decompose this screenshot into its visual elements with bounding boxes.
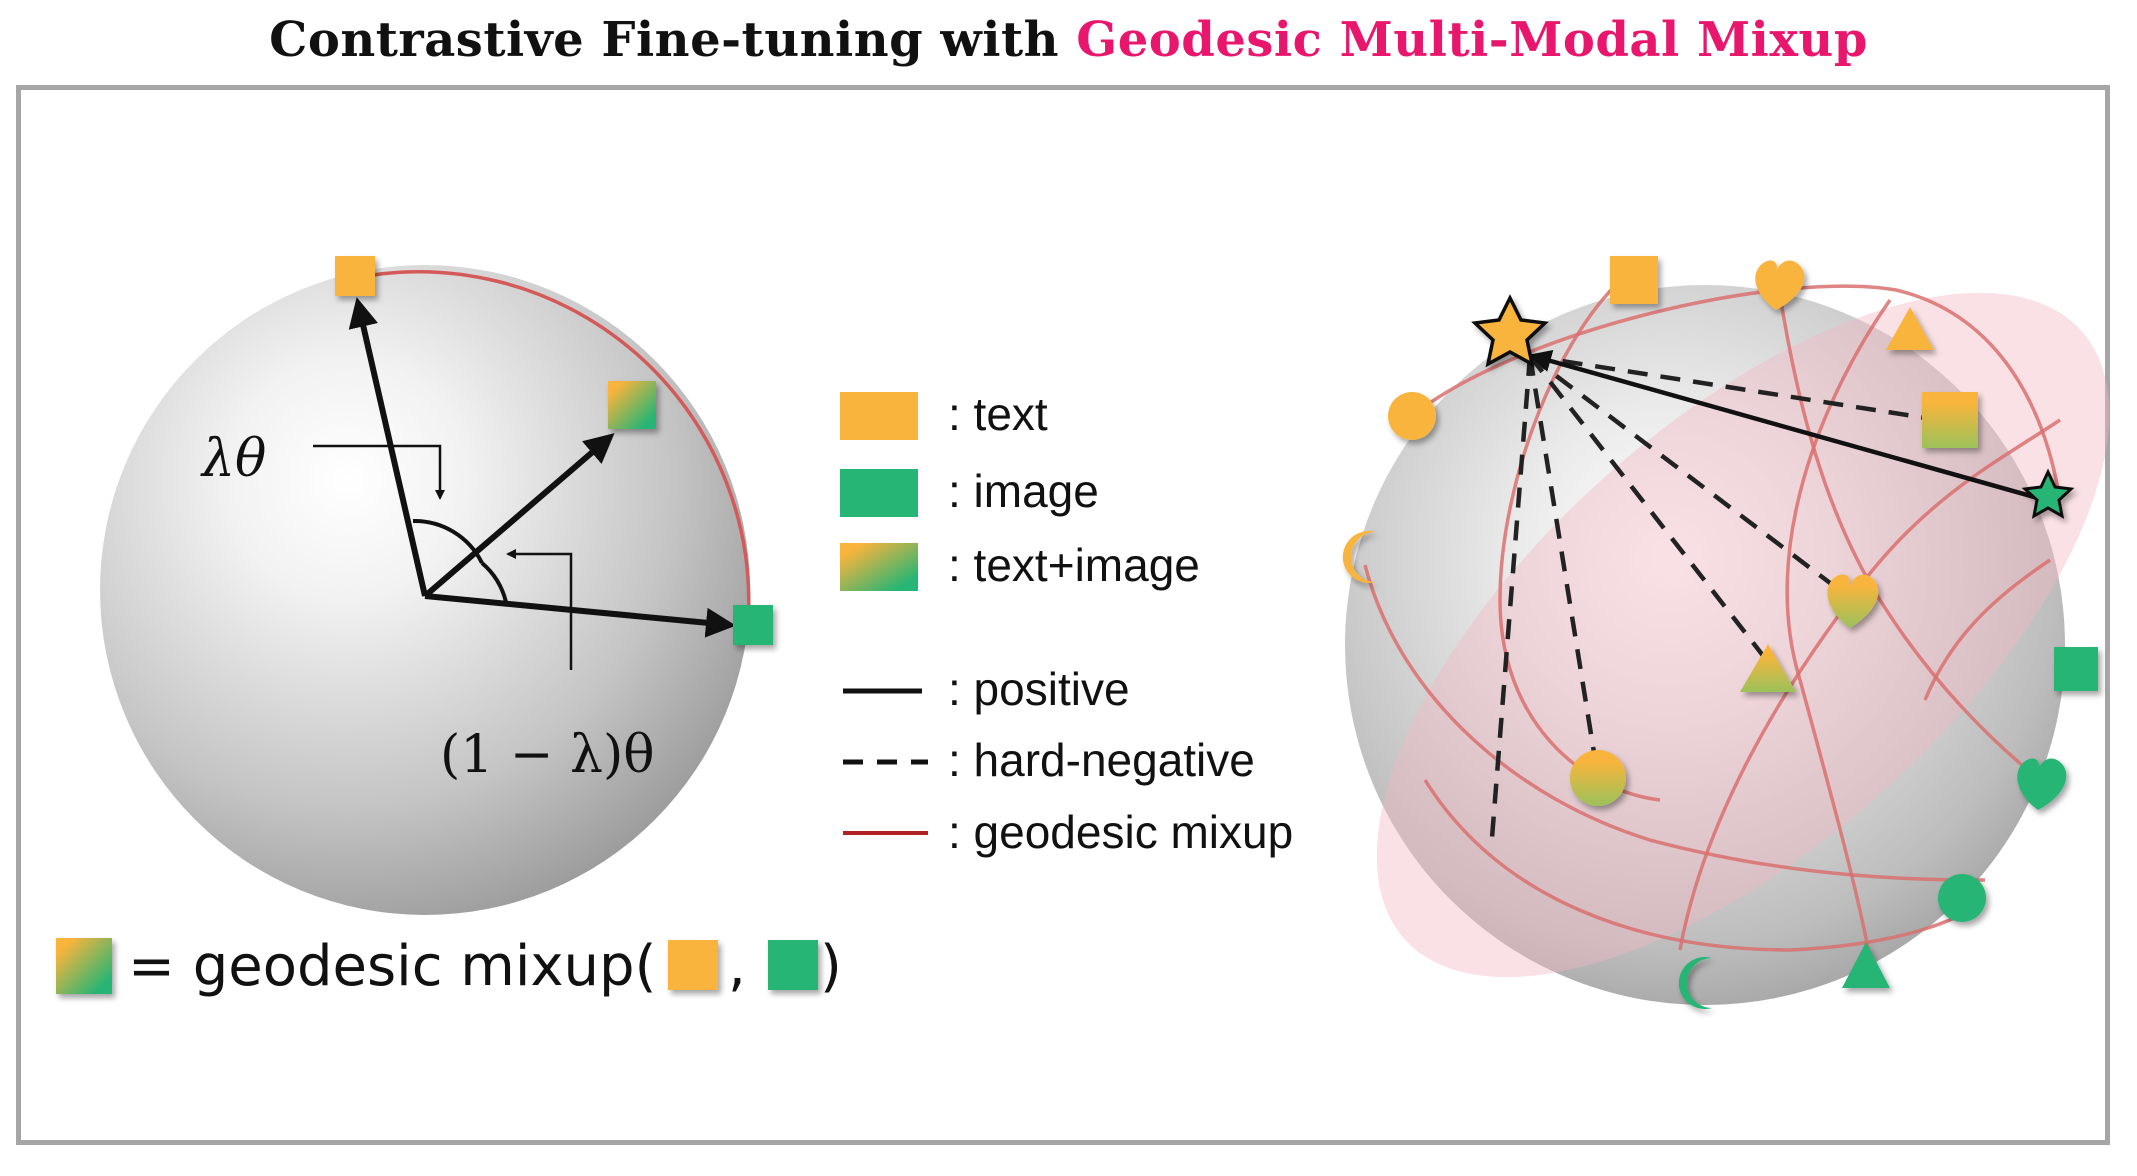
mix-triangle-marker <box>1740 644 1796 692</box>
callout-one-minus-lambda <box>506 549 573 670</box>
text-square <box>335 256 375 296</box>
formula-text-square <box>668 940 718 990</box>
formula-text: = geodesic mixup( <box>128 934 656 999</box>
legend-mix-swatch <box>840 543 918 591</box>
anchor-text-star <box>1471 294 1549 368</box>
positive-line <box>1528 350 2046 503</box>
legend: : text : image : text+image : positive :… <box>840 388 1293 858</box>
text-moon-marker <box>1342 531 1376 583</box>
image-triangle-marker <box>1842 942 1890 988</box>
formula-mix-square <box>56 938 112 994</box>
vector-to-image <box>424 593 736 638</box>
image-circle-marker <box>1938 874 1986 922</box>
formula-image-square <box>768 940 818 990</box>
image-square <box>733 605 773 645</box>
mix-circle-marker <box>1570 750 1626 806</box>
formula-close-paren: ) <box>820 934 842 999</box>
mix-heart-marker <box>1827 574 1879 628</box>
anchor-image-star <box>2021 468 2075 519</box>
legend-image-label: : image <box>948 465 1099 517</box>
figure-title: Contrastive Fine-tuning with Geodesic Mu… <box>0 12 2137 68</box>
vector-to-text <box>348 297 428 597</box>
angle-arc-one-minus-lambda <box>480 561 508 603</box>
one-minus-lambda-theta-label: (1 − λ)θ <box>440 725 655 785</box>
text-heart-marker <box>1755 260 1805 310</box>
title-highlight: Geodesic Multi-Modal Mixup <box>1076 12 1868 68</box>
legend-positive-label: : positive <box>948 663 1130 715</box>
vector-to-mix <box>423 433 615 599</box>
formula-comma: , <box>728 934 746 999</box>
callout-lambda <box>313 444 445 500</box>
right-sphere-group <box>1342 256 2110 1010</box>
text-triangle-marker <box>1886 307 1934 350</box>
legend-geodesic-label: : geodesic mixup <box>948 806 1293 858</box>
hard-negative-lines <box>1489 353 1927 839</box>
right-sphere <box>1345 285 2065 1005</box>
legend-text-swatch <box>840 392 918 440</box>
legend-text-label: : text <box>948 388 1048 440</box>
legend-hard-negative-label: : hard-negative <box>948 734 1255 786</box>
mixup-plane <box>1376 292 2110 978</box>
image-square-marker <box>2054 647 2098 691</box>
lambda-theta-label: λθ <box>200 429 266 489</box>
mix-square <box>608 381 656 429</box>
mix-square-marker <box>1922 392 1978 448</box>
formula-row: = geodesic mixup( , ) <box>56 934 842 999</box>
left-geodesic-arc <box>354 270 751 625</box>
figure-frame <box>16 85 2110 1145</box>
legend-mix-label: : text+image <box>948 539 1200 591</box>
text-square-marker <box>1610 256 1658 304</box>
left-sphere-group: λθ (1 − λ)θ <box>100 256 773 915</box>
legend-image-swatch <box>840 469 918 517</box>
text-circle-marker <box>1388 392 1436 440</box>
title-main: Contrastive Fine-tuning with <box>269 12 1077 68</box>
image-moon-marker <box>1678 957 1712 1010</box>
image-heart-marker <box>2017 758 2067 810</box>
